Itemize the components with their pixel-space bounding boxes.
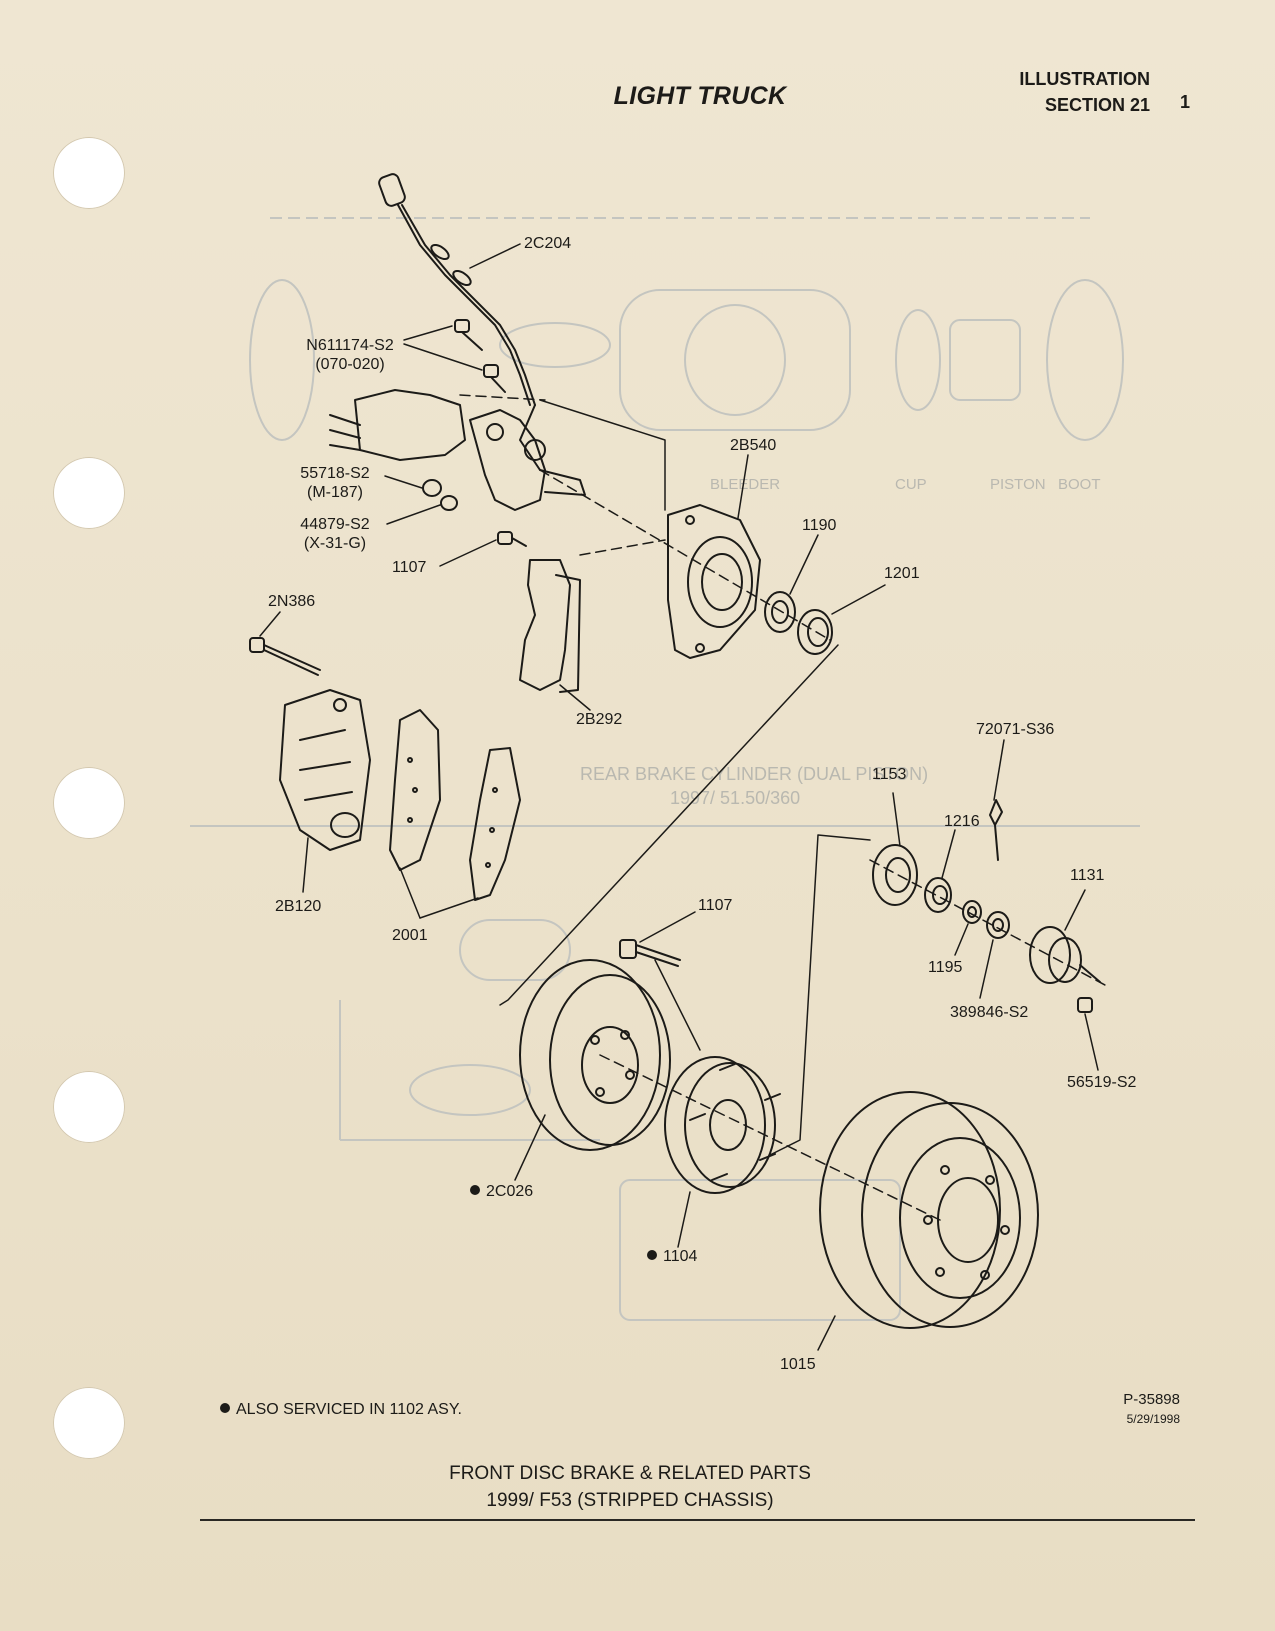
rotor-shape	[519, 959, 671, 1151]
label-55718-spec: (M-187)	[306, 484, 363, 501]
illustration-label: ILLUSTRATION	[1019, 69, 1150, 89]
caption-line-2: 1999/ F53 (STRIPPED CHASSIS)	[486, 1490, 774, 1511]
label-2c204: 2C204	[524, 235, 572, 252]
label-1153: 1153	[872, 766, 907, 783]
bearing-cup-shape	[872, 844, 918, 906]
section-info: ILLUSTRATION SECTION 21	[1000, 66, 1150, 118]
spindle-knuckle-shape	[329, 389, 586, 511]
ghost-cylinder-years: 1997/ 51.50/360	[670, 788, 801, 808]
label-n611174-number: N611174-S2	[306, 337, 394, 354]
ghost-bleeder-label: BLEEDER	[710, 476, 781, 493]
washer-1195-shape	[962, 900, 982, 924]
brake-pad-left-shape	[389, 709, 441, 871]
label-1131: 1131	[1070, 867, 1105, 884]
label-1195: 1195	[928, 959, 963, 976]
outer-bearing-shape	[924, 877, 952, 913]
wheel-stud-shape	[619, 939, 681, 967]
label-2c026-number: 2C026	[486, 1183, 534, 1200]
caption-line-1: FRONT DISC BRAKE & RELATED PARTS	[449, 1463, 811, 1484]
service-note-text: ALSO SERVICED IN 1102 ASY.	[236, 1401, 462, 1418]
nut-retainer-shape	[986, 911, 1010, 939]
label-1107-upper: 1107	[392, 559, 427, 576]
label-389846: 389846-S2	[950, 1004, 1029, 1021]
label-2b540: 2B540	[730, 437, 777, 454]
binder-hole	[53, 457, 125, 529]
inner-bearing-shape	[797, 609, 833, 655]
page-title: LIGHT TRUCK	[613, 82, 787, 110]
binder-hole	[53, 1071, 125, 1143]
grease-plug-shape	[1077, 997, 1093, 1013]
ghost-cup-label: CUP	[895, 476, 927, 493]
cotter-pin-shape	[989, 799, 1003, 861]
bolt-2n386-shape	[249, 637, 321, 676]
leader-lines	[259, 243, 1099, 1351]
serviced-bullet-icon	[220, 1403, 230, 1413]
grease-seal-shape	[764, 591, 796, 633]
ghost-piston-label: PISTON	[990, 476, 1046, 493]
label-1104: 1104	[647, 1247, 697, 1266]
label-72071: 72071-S36	[976, 721, 1055, 738]
brake-pad-right-shape	[469, 747, 521, 901]
label-2b292: 2B292	[576, 711, 623, 728]
label-1104-number: 1104	[663, 1248, 698, 1265]
label-2c026: 2C026	[470, 1182, 533, 1201]
label-2001: 2001	[392, 927, 428, 944]
hub-cap-shape	[1029, 926, 1101, 984]
label-56519: 56519-S2	[1067, 1074, 1137, 1091]
label-1015: 1015	[780, 1356, 816, 1373]
label-55718-number: 55718-S2	[300, 465, 370, 482]
binder-hole	[53, 767, 125, 839]
label-55718: 55718-S2 (M-187)	[285, 464, 385, 502]
label-1216: 1216	[944, 813, 980, 830]
wheel-drum-shape	[819, 1091, 1039, 1329]
bolt-n611174-shape	[454, 319, 506, 393]
label-1201: 1201	[884, 565, 920, 582]
section-label: SECTION 21	[1044, 95, 1150, 115]
label-1190: 1190	[802, 517, 837, 534]
binder-hole	[53, 1387, 125, 1459]
center-lines	[459, 394, 1106, 1221]
page-number: 1	[1180, 92, 1191, 112]
label-2n386: 2N386	[268, 593, 316, 610]
label-2b120: 2B120	[275, 898, 322, 915]
routing-lines	[499, 399, 871, 1156]
serviced-bullet-icon	[647, 1250, 657, 1260]
ghost-boot-label: BOOT	[1058, 476, 1101, 493]
serviced-bullet-icon	[470, 1185, 480, 1195]
binder-hole	[53, 137, 125, 209]
caliper-shape	[279, 689, 371, 851]
label-44879-number: 44879-S2	[300, 516, 370, 533]
ghost-cylinder-drawing	[190, 217, 1140, 1321]
splash-shield-shape	[667, 504, 761, 659]
bolt-1107-upper-shape	[497, 531, 527, 547]
service-note: ALSO SERVICED IN 1102 ASY.	[220, 1401, 462, 1419]
reference-number: P-35898	[1123, 1391, 1180, 1408]
reference-date-text: 5/29/1998	[1126, 1412, 1180, 1426]
footer-rule	[200, 1519, 1195, 1521]
anchor-plate-shape	[519, 559, 581, 693]
label-n611174: N611174-S2 (070-020)	[295, 336, 405, 374]
hub-shape	[664, 1056, 781, 1194]
label-44879-spec: (X-31-G)	[303, 535, 367, 552]
label-1107-stud: 1107	[698, 897, 733, 914]
figure-caption: FRONT DISC BRAKE & RELATED PARTS 1999/ F…	[300, 1460, 960, 1514]
nut-washer-shapes	[422, 479, 458, 511]
ghost-cylinder-title: REAR BRAKE CYLINDER (DUAL PISTON)	[580, 764, 929, 784]
label-44879: 44879-S2 (X-31-G)	[283, 515, 387, 553]
reference-date: 5/29/1998	[1090, 1409, 1180, 1429]
reference-block: P-35898 5/29/1998	[1090, 1390, 1180, 1429]
label-n611174-spec: (070-020)	[315, 356, 385, 373]
